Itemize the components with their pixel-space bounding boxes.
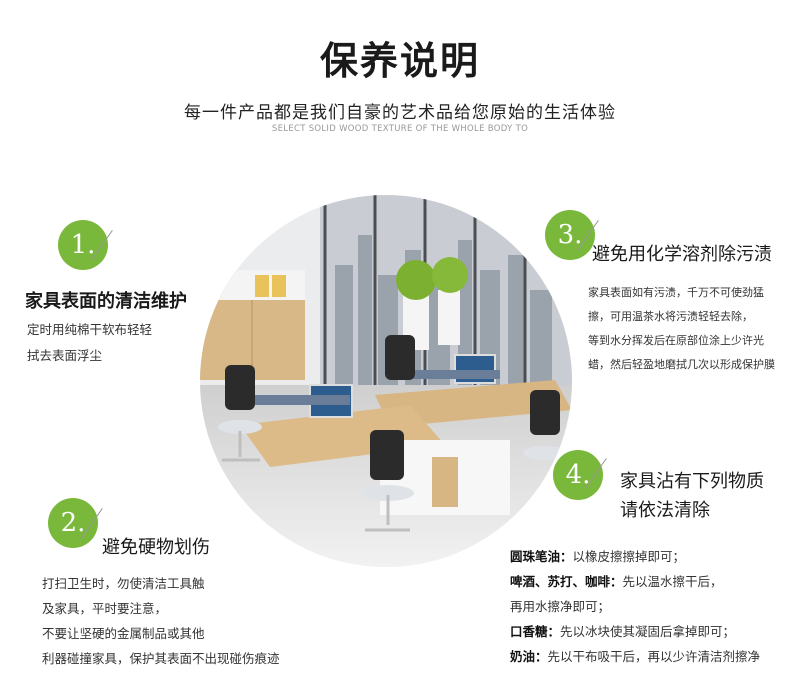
stain-item-drinks-cont: 再用水擦净即可； [510, 595, 610, 619]
step-2-badge: 2. [48, 498, 98, 548]
stain-method: 先以温水擦干后， [622, 574, 723, 589]
stain-item-drinks: 啤酒、苏打、咖啡：先以温水擦干后， [510, 570, 723, 594]
stain-item-cream: 奶油：先以干布吸干后，再以少许清洁剂擦净 [510, 645, 760, 669]
office-photo [200, 195, 572, 567]
stain-label: 奶油： [510, 649, 548, 664]
section-4-title-line-1: 家具沾有下列物质 [620, 471, 764, 492]
section-3-title: 避免用化学溶剂除污渍 [592, 244, 772, 265]
page-subtitle-en: SELECT SOLID WOOD TEXTURE OF THE WHOLE B… [271, 124, 529, 134]
section-2-line-1: 打扫卫生时，勿使清洁工具触 [42, 576, 205, 591]
section-2-line-2: 及家具，平时要注意， [42, 601, 168, 616]
step-1-badge: 1. [58, 220, 108, 270]
step-3-badge: 3. [545, 210, 595, 260]
page-title: 保养说明 [319, 39, 480, 83]
section-3-line-4: 蜡，然后轻盈地磨拭几次以形成保护膜 [588, 358, 775, 371]
section-3-line-1: 家具表面如有污渍，千万不可使劲猛 [588, 286, 764, 299]
section-4-title-line-2: 请依法清除 [620, 500, 710, 521]
section-2-title: 避免硬物划伤 [102, 537, 210, 558]
section-3-line-2: 擦，可用温茶水将污渍轻轻去除， [588, 310, 753, 323]
step-4-badge: 4. [553, 450, 603, 500]
section-1-title: 家具表面的清洁维护 [25, 291, 187, 312]
section-2-line-4: 利器碰撞家具，保护其表面不出现碰伤痕迹 [42, 651, 280, 666]
stain-item-ballpoint: 圆珠笔油：以橡皮擦擦掉即可； [510, 545, 685, 569]
stain-label: 口香糖： [510, 624, 561, 639]
stain-item-gum: 口香糖：先以冰块使其凝固后拿掉即可； [510, 620, 735, 644]
section-1-line-2: 拭去表面浮尘 [27, 348, 103, 363]
stain-label: 圆珠笔油： [510, 549, 573, 564]
stain-method: 以橡皮擦擦掉即可； [572, 549, 686, 564]
section-3-line-3: 等到水分挥发后在原部位涂上少许光 [588, 334, 764, 347]
stain-label: 啤酒、苏打、咖啡： [510, 574, 623, 589]
office-illustration [200, 195, 572, 567]
stain-method: 先以冰块使其凝固后拿掉即可； [560, 624, 736, 639]
page-subtitle: 每一件产品都是我们自豪的艺术品给您原始的生活体验 [184, 103, 616, 123]
stain-method: 先以干布吸干后，再以少许清洁剂擦净 [547, 649, 761, 664]
section-1-line-1: 定时用纯棉干软布轻轻 [27, 322, 153, 337]
stain-method: 再用水擦净即可； [510, 599, 611, 614]
section-2-line-3: 不要让坚硬的金属制品或其他 [42, 626, 205, 641]
